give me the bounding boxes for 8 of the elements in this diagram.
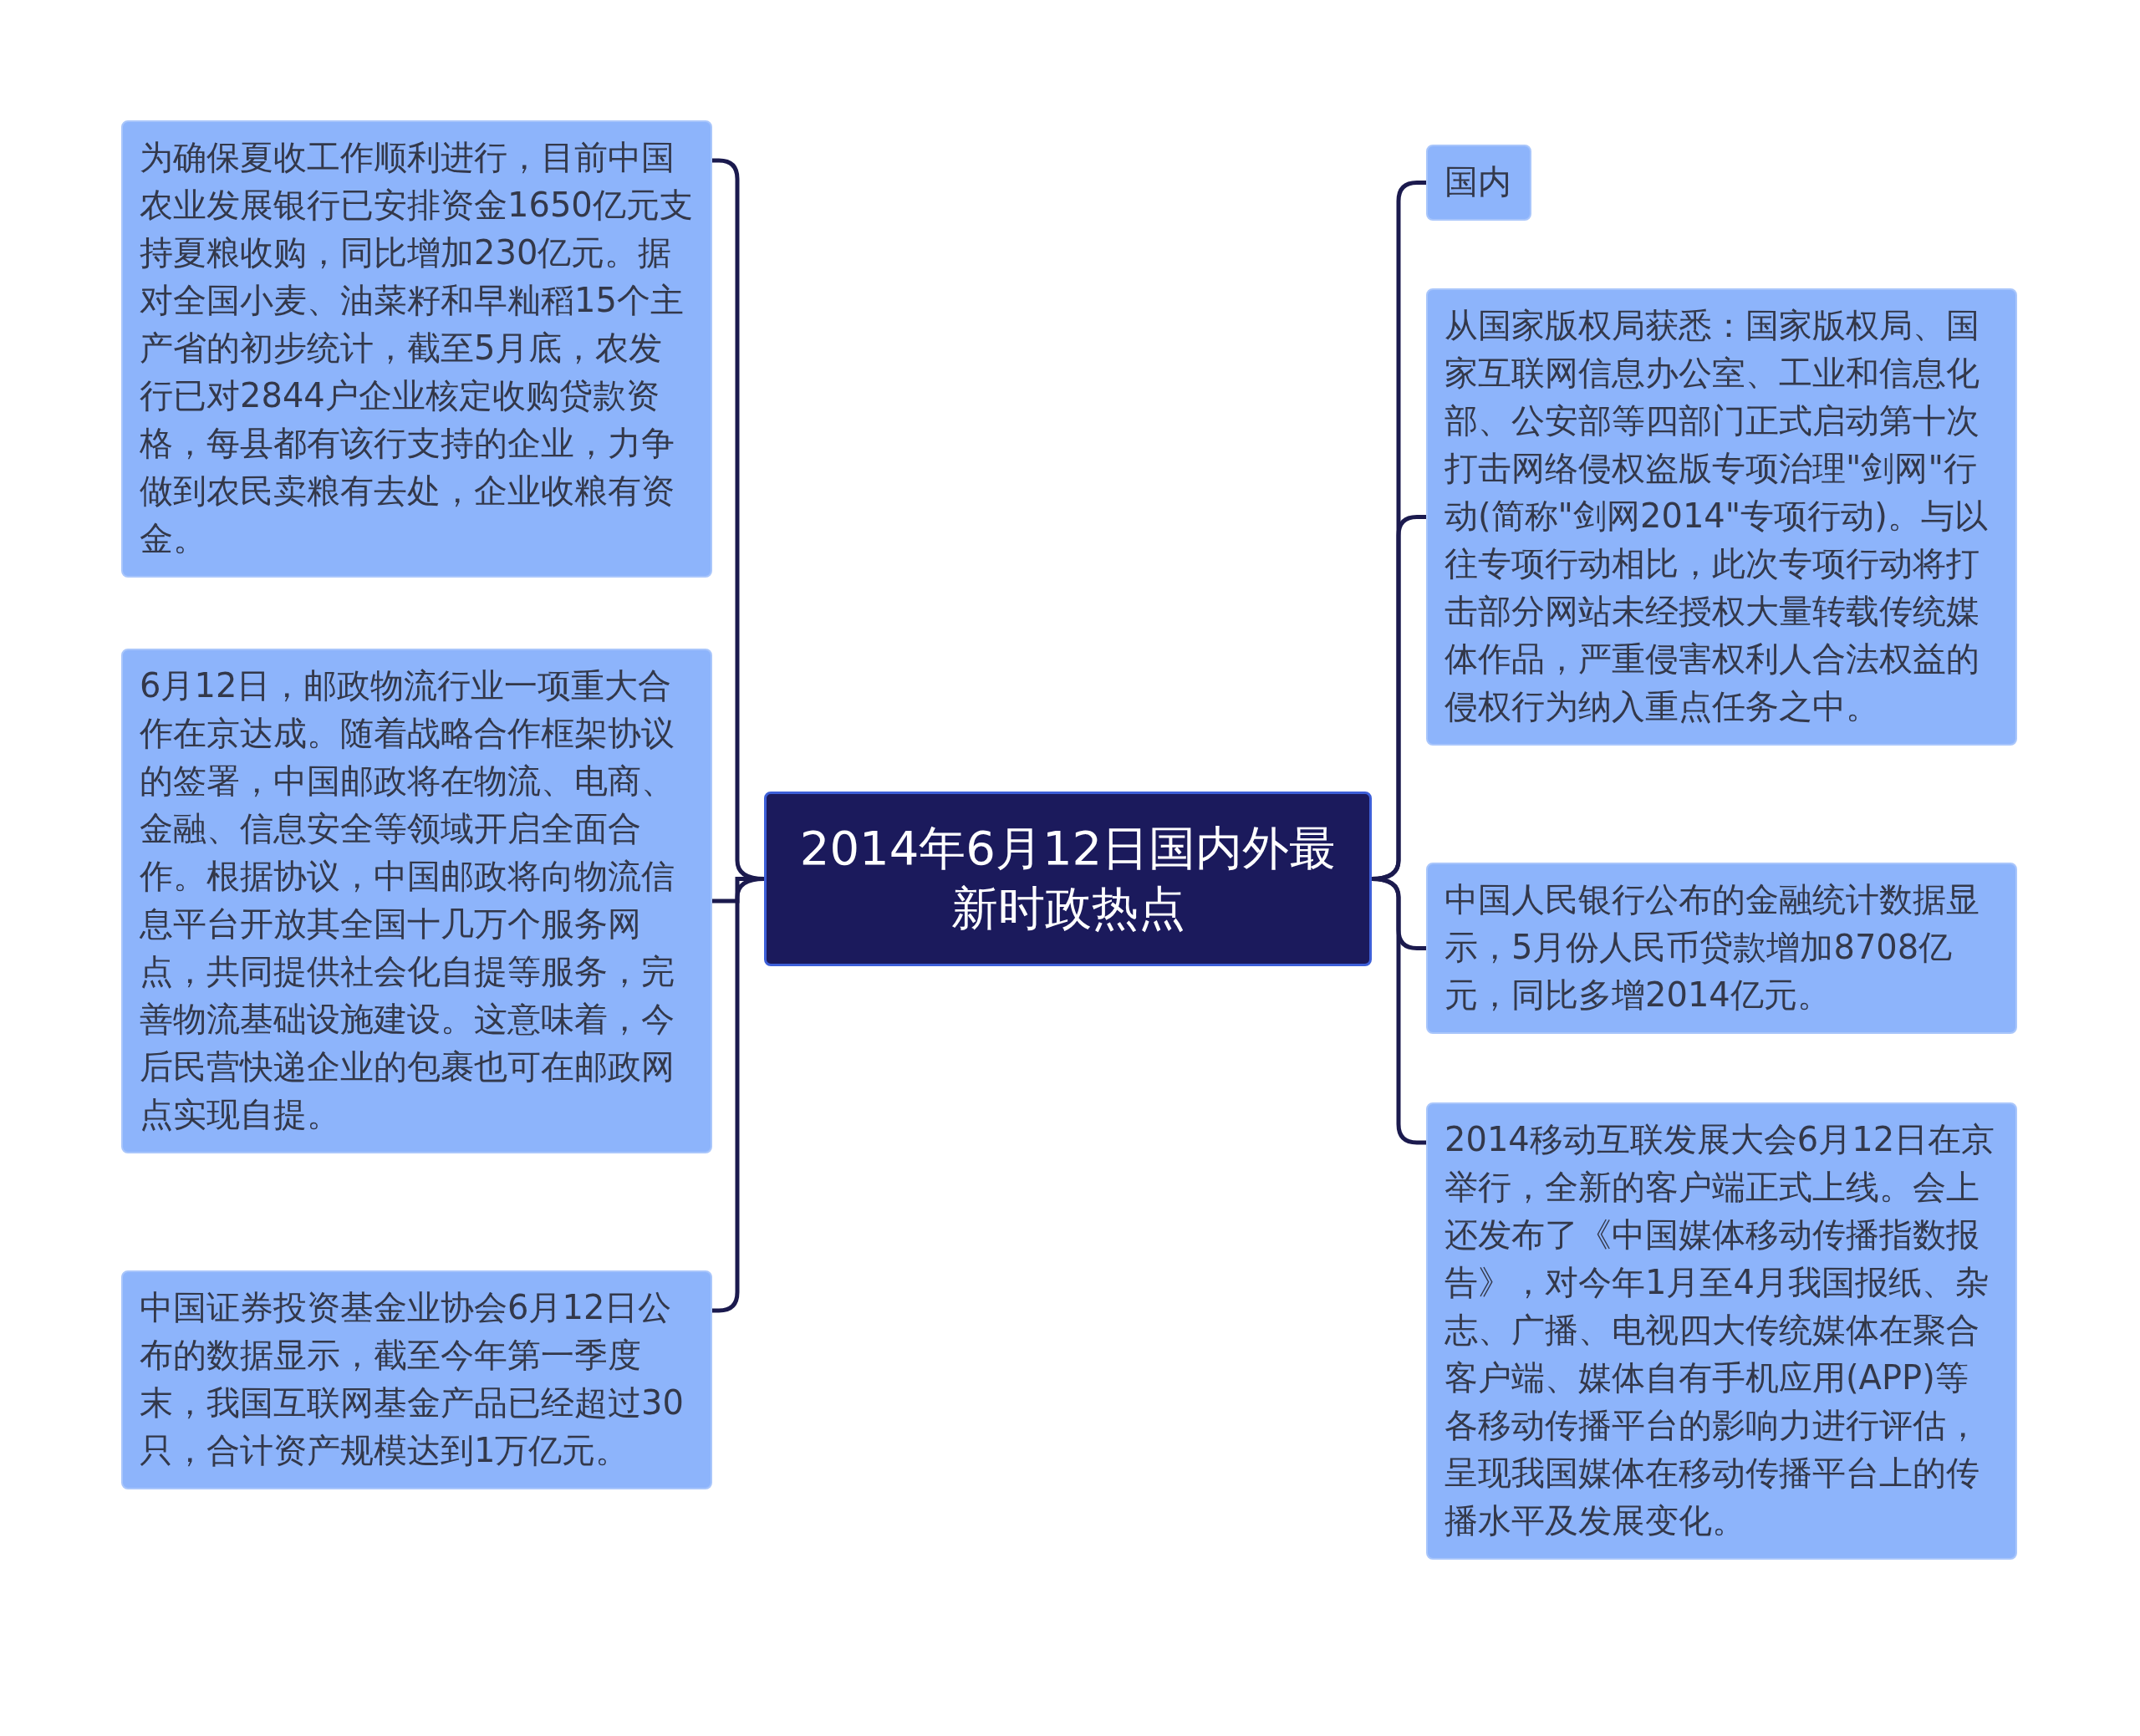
topic-box: 中国证券投资基金业协会6月12日公布的数据显示，截至今年第一季度末，我国互联网基金产品已经超过30只，合计资产规模达到1万亿元。: [121, 1270, 712, 1489]
topic-box: 2014移动互联发展大会6月12日在京举行，全新的客户端正式上线。会上还发布了《中国媒体移动传播指数报告》，对今年1月至4月我国报纸、杂志、广播、电视四大传统媒体在聚合客户端、媒体自有手机应用(APP)等各移动传播平台的影响力进行评估，呈现我国媒体在移动传播平台上的传播水平及发展变化。: [1426, 1102, 2017, 1560]
topic-box: 为确保夏收工作顺利进行，目前中国农业发展银行已安排资金1650亿元支持夏粮收购，同比增加230亿元。据对全国小麦、油菜籽和早籼稻15个主产省的初步统计，截至5月底，农发行已对2844户企业核定收购贷款资格，每县都有该行支持的企业，力争做到农民卖粮有去处，企业收粮有资金。: [121, 120, 712, 578]
topic-box: 国内: [1426, 145, 1531, 221]
topic-box: 6月12日，邮政物流行业一项重大合作在京达成。随着战略合作框架协议的签署，中国邮政将在物流、电商、金融、信息安全等领域开启全面合作。根据协议，中国邮政将向物流信息平台开放其全国十几万个服务网点，共同提供社会化自提等服务，完善物流基础设施建设。这意味着，今后民营快递企业的包裹也可在邮政网点实现自提。: [121, 649, 712, 1153]
topic-box: 中国人民银行公布的金融统计数据显示，5月份人民币贷款增加8708亿元，同比多增2014亿元。: [1426, 863, 2017, 1034]
central-topic-box: 2014年6月12日国内外最新时政热点: [764, 792, 1372, 966]
topic-box: 从国家版权局获悉：国家版权局、国家互联网信息办公室、工业和信息化部、公安部等四部门正式启动第十次打击网络侵权盗版专项治理"剑网"行动(简称"剑网2014"专项行动)。与以往专项行动相比，此次专项行动将打击部分网站未经授权大量转载传统媒体作品，严重侵害权利人合法权益的侵权行为纳入重点任务之中。: [1426, 288, 2017, 746]
